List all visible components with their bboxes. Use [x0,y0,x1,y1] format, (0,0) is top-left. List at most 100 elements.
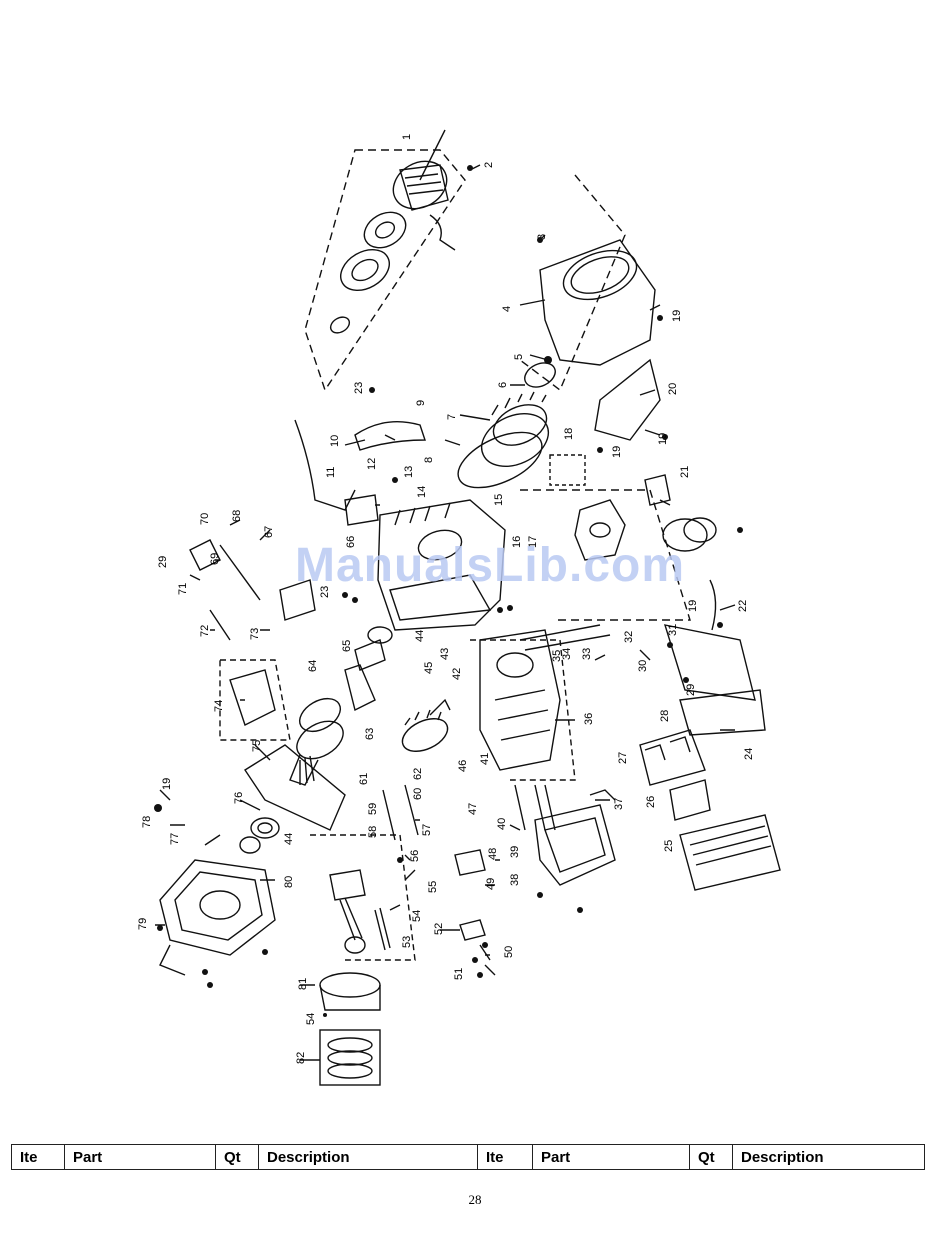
main-bearing [250,817,280,839]
carburetor [574,499,626,561]
callout-12: 12 [366,458,378,470]
piston-rings [319,1029,381,1086]
callout-48: 48 [487,848,499,860]
callout-6: 6 [497,382,509,388]
callout-79: 79 [137,918,149,930]
callout-30: 30 [637,660,649,672]
callout-53: 53 [401,936,413,948]
callout-69: 69 [209,553,221,565]
parts-list-header-row: Ite Part Qt Description Ite Part Qt Desc… [11,1144,925,1170]
callout-17: 17 [527,536,539,548]
callout-54b: 54 [305,1013,317,1025]
callout-labels: 1 2 3 4 5 6 7 8 9 10 11 12 13 14 15 16 1… [137,134,755,1064]
callout-72: 72 [199,625,211,637]
callout-54a: 54 [411,910,423,922]
header-item-2: Ite [477,1144,533,1170]
breather-bracket [589,789,616,801]
callout-1: 1 [401,134,413,140]
callout-51: 51 [453,968,465,980]
callout-22: 22 [737,600,749,612]
callout-38: 38 [509,874,521,886]
callout-64: 64 [307,660,319,672]
callout-75: 75 [251,740,263,752]
header-part-2: Part [532,1144,690,1170]
camshaft-gear [401,698,451,752]
header-item: Ite [11,1144,65,1170]
callout-60: 60 [412,788,424,800]
starter-reel [363,211,407,249]
oil-seal [367,626,393,644]
callout-56: 56 [409,850,421,862]
callout-33: 33 [581,648,593,660]
callout-27: 27 [617,752,629,764]
cylinder-head-group-outline [470,639,576,781]
callout-13: 13 [403,466,415,478]
callout-42: 42 [451,668,463,680]
callout-19c: 19 [611,446,623,458]
parts-list-table: Ite Part Qt Description Ite Part Qt Desc… [11,1144,925,1170]
callout-43: 43 [439,648,451,660]
callout-9: 9 [415,400,427,406]
fuel-tank-cap-group [639,624,781,891]
header-description: Description [258,1144,478,1170]
pushrod [519,624,601,641]
air-filter-foam [669,779,711,821]
callout-47: 47 [467,803,479,815]
callout-59: 59 [367,803,379,815]
governor-spring [209,609,231,641]
callout-23a: 23 [353,382,365,394]
callout-34: 34 [561,648,573,660]
valves [382,784,419,841]
header-qty-2: Qt [689,1144,733,1170]
air-filter-cover [679,814,781,891]
header-qty: Qt [215,1144,259,1170]
watermark-text: ManualsLib.com [294,539,686,592]
exploded-parts-diagram: 1 2 3 4 5 6 7 8 9 10 11 12 13 14 15 16 1… [137,129,781,1086]
fan-shroud [539,239,656,366]
callout-37: 37 [613,798,625,810]
callout-19d: 19 [687,600,699,612]
callout-5: 5 [513,354,525,360]
callout-11: 11 [325,467,337,478]
callout-32: 32 [623,631,635,643]
callout-7: 7 [446,414,458,420]
callout-4: 4 [501,306,513,312]
spark-plug-wire [294,419,356,511]
callout-29b: 29 [685,684,697,696]
callout-57: 57 [421,824,433,836]
throttle-rod [219,544,261,601]
header-description-2: Description [732,1144,925,1170]
crankcase-cover [159,859,276,976]
piston [319,972,381,1011]
connecting-rod-group-outline [310,834,416,961]
callout-35: 35 [551,650,563,662]
head-bolts [514,784,556,831]
callout-73: 73 [249,628,261,640]
callout-50: 50 [503,946,515,958]
crankcase-gasket [244,744,346,831]
callout-49: 49 [485,878,497,890]
header-part: Part [64,1144,216,1170]
callout-29a: 29 [157,556,169,568]
callout-76: 76 [233,792,245,804]
page-number: 28 [468,1192,482,1207]
callout-67: 67 [263,526,275,538]
callout-26: 26 [645,796,657,808]
governor-group-outline [219,659,291,741]
starter-pulley [340,249,390,291]
callout-19b: 19 [657,433,669,445]
crankcase-block [377,499,506,631]
callout-63: 63 [364,728,376,740]
callout-21: 21 [679,466,691,478]
callout-31: 31 [667,624,679,636]
callout-28: 28 [659,710,671,722]
callout-24: 24 [743,748,755,760]
callout-25: 25 [663,840,675,852]
callout-82: 82 [295,1052,307,1064]
callout-70: 70 [199,513,211,525]
callout-8: 8 [423,457,435,463]
callout-2: 2 [483,162,495,168]
callout-55: 55 [427,881,439,893]
flywheel-fan [457,362,556,489]
callout-39: 39 [509,846,521,858]
